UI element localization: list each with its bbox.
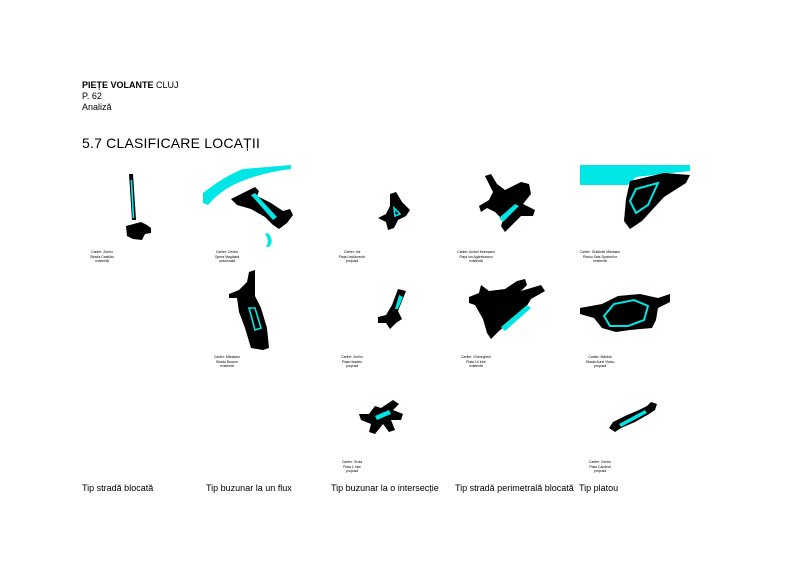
map-piata-hasdeu (378, 289, 406, 329)
map-opera-maghiara (203, 165, 293, 247)
category-buzunar-intersectie: Tip buzunar la o intersecție (331, 483, 439, 493)
map-strada-ceahlau (126, 174, 151, 240)
map-piata-1-iulie (359, 400, 403, 434)
section-title: 5.7 CLASIFICARE LOCAȚII (82, 135, 261, 151)
map-piata-cardinal (609, 402, 657, 432)
map-strada-bucium (229, 270, 269, 350)
map-strada-aurel-vlaicu (580, 294, 670, 332)
category-platou: Tip platou (579, 483, 619, 493)
title-bold: PIEȚE VOLANTE (82, 80, 154, 90)
document-header: PIEȚE VOLANTE CLUJ P. 62 Analiză (82, 80, 179, 113)
category-strada-perimetrala: Tip stradă perimetrală blocată (455, 483, 574, 493)
map-platou-sala-sporturilor (580, 165, 690, 229)
document-title: PIEȚE VOLANTE CLUJ (82, 80, 179, 91)
category-strada-blocata: Tip stradă blocată (82, 483, 154, 493)
page-number: P. 62 (82, 91, 102, 101)
map-piata-14-iulie (469, 279, 545, 339)
title-city: CLUJ (156, 80, 179, 90)
map-piata-ion-agarbiceanu (479, 174, 535, 232)
section-name: Analiză (82, 102, 112, 112)
category-buzunar-flux: Tip buzunar la un flux (206, 483, 292, 493)
map-piata-letbacrecht (378, 192, 410, 230)
